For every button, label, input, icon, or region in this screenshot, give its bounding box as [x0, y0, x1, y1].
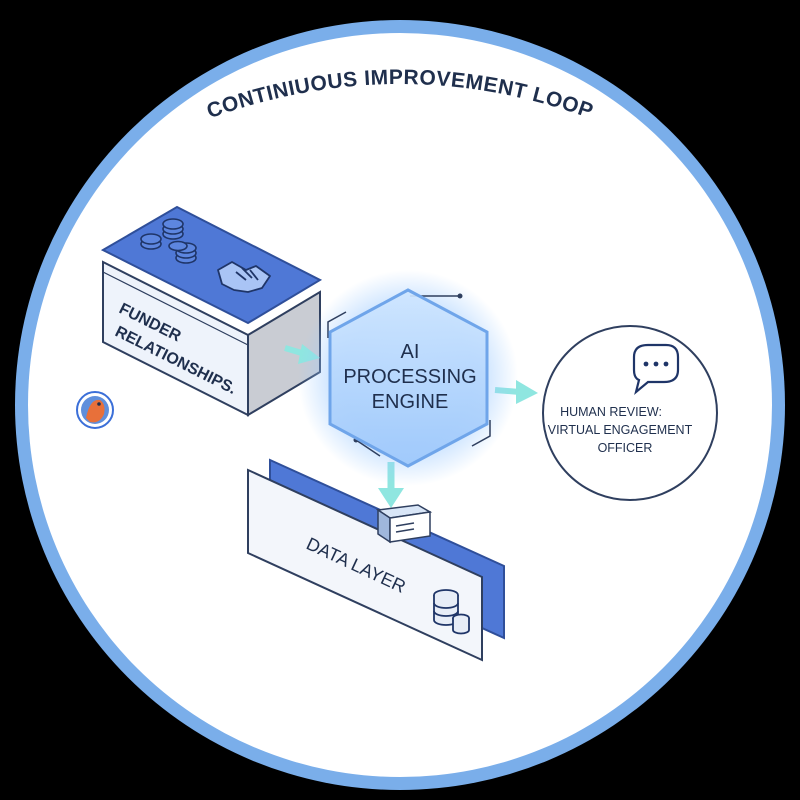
- data-layer-node[interactable]: DATA LAYER: [247, 458, 505, 662]
- handshake-icon: [217, 261, 271, 293]
- review-label-line2: VIRTUAL ENGAGEMENT: [548, 423, 693, 437]
- review-label-line3: OFFICER: [598, 441, 653, 455]
- data-layer-front-panel: [247, 468, 483, 662]
- human-review-node[interactable]: HUMAN REVIEW: VIRTUAL ENGAGEMENT OFFICER: [542, 325, 718, 501]
- engine-hexagon: [328, 288, 489, 468]
- database-icon: [433, 589, 470, 635]
- speech-bubble-icon: [632, 343, 680, 396]
- bird-avatar-icon: [76, 391, 114, 429]
- engine-label-line3: ENGINE: [372, 391, 449, 413]
- ai-processing-engine-node[interactable]: AI PROCESSING ENGINE: [298, 270, 518, 486]
- server-box-icon: [375, 504, 433, 544]
- engine-label-line1: AI: [401, 341, 420, 363]
- coin-stack-icon: [140, 218, 197, 264]
- engine-label-line2: PROCESSING: [343, 366, 476, 388]
- review-label-line1: HUMAN REVIEW:: [560, 405, 662, 419]
